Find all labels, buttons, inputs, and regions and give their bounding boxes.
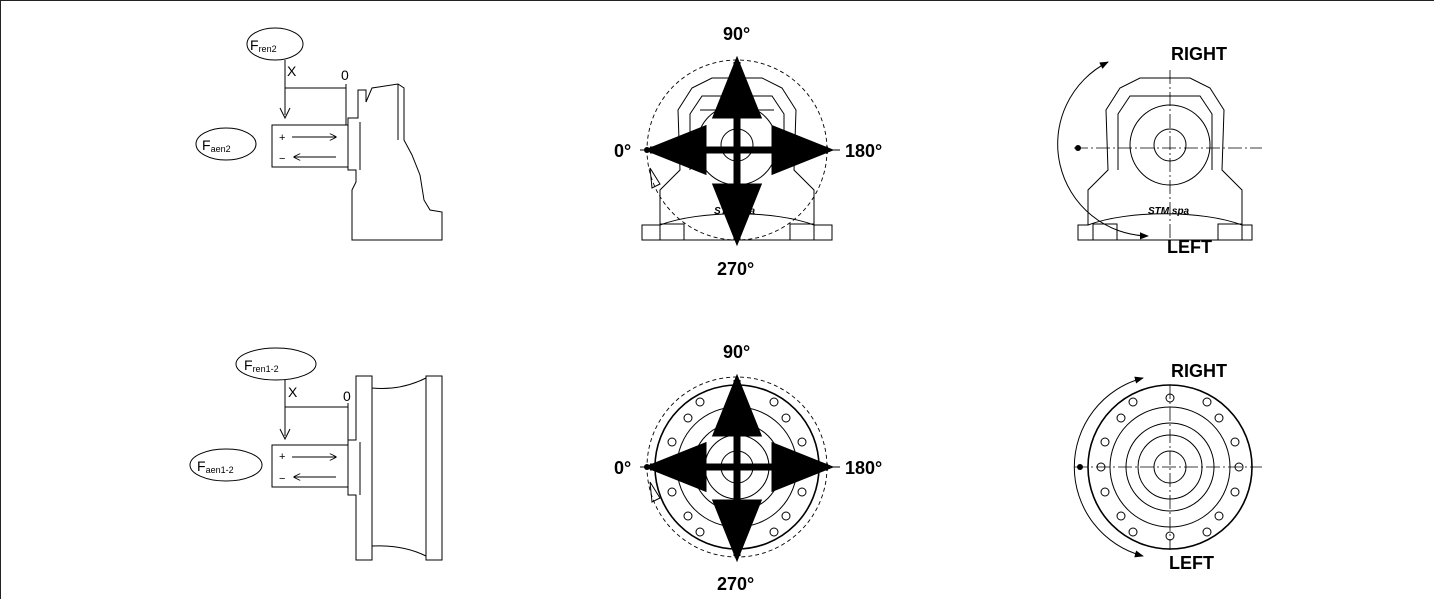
label-right-bottom: RIGHT: [1171, 361, 1227, 381]
svg-text:−: −: [279, 473, 285, 485]
svg-text:Fren1-2: Fren1-2: [244, 357, 279, 374]
zero-label-bottom: 0: [343, 388, 351, 404]
label-180-top: 180°: [845, 141, 882, 161]
label-right-top: RIGHT: [1171, 44, 1227, 64]
brand-logo-right: STM spa: [1148, 206, 1190, 217]
label-90-bottom: 90°: [723, 342, 750, 362]
shaft-diagram-flange: Fren1-2 X 0 + − Faen1-2: [189, 347, 443, 561]
axial-force-label-bottom: Faen1-2: [189, 448, 263, 482]
svg-text:Fren2: Fren2: [250, 37, 277, 54]
x-label-top: X: [287, 63, 297, 79]
svg-text:+: +: [279, 132, 285, 144]
rotation-diagram-flange: RIGHT LEFT: [1073, 361, 1262, 573]
label-90-top: 90°: [723, 24, 750, 44]
observer-pointer-icon: [649, 167, 661, 189]
label-0-top: 0°: [614, 141, 631, 161]
x-label-bottom: X: [288, 384, 298, 400]
label-270-bottom: 270°: [717, 574, 754, 594]
radial-force-label-bottom: Fren1-2: [235, 347, 317, 381]
zero-label-top: 0: [341, 67, 349, 83]
label-180-bottom: 180°: [845, 458, 882, 478]
svg-text:Faen2: Faen2: [202, 137, 231, 154]
svg-text:Faen1-2: Faen1-2: [197, 458, 234, 475]
angle-diagram-flange: 90° 0° 180° 270°: [614, 342, 882, 594]
rotation-arc-top: [1057, 61, 1149, 240]
observer-pointer-icon-bottom: [649, 481, 661, 503]
label-270-top: 270°: [717, 259, 754, 279]
radial-force-label-top: Fren2: [246, 27, 304, 61]
label-0-bottom: 0°: [614, 458, 631, 478]
svg-text:−: −: [279, 153, 285, 165]
shaft-diagram-foot: Fren2 X 0 + − Faen2: [195, 27, 443, 241]
angle-diagram-foot: STM spa 90° 0° 180° 270°: [614, 24, 882, 279]
label-left-top: LEFT: [1167, 237, 1212, 257]
rotation-diagram-foot: STM spa RIGHT LEFT: [1057, 44, 1262, 257]
svg-text:+: +: [279, 451, 285, 463]
axial-force-label-top: Faen2: [195, 127, 257, 161]
gearbox-housing-right: [1077, 77, 1253, 241]
label-left-bottom: LEFT: [1169, 553, 1214, 573]
